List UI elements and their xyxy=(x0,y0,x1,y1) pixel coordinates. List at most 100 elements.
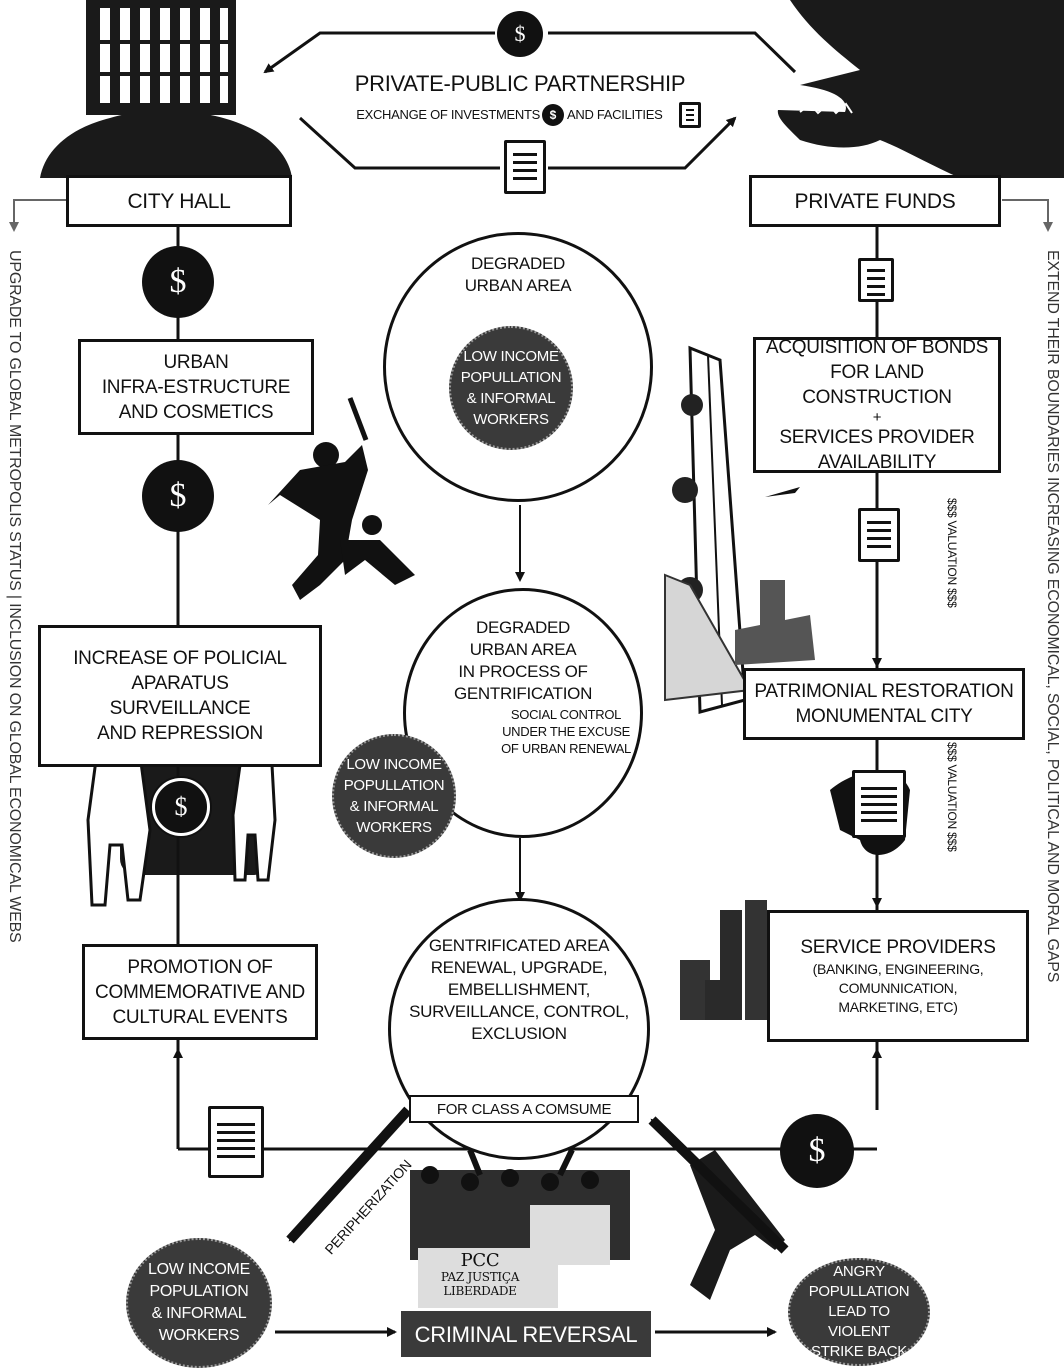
urban-line-2: INFRA-ESTRUCTURE xyxy=(101,376,291,398)
partnership-subtitle-left: EXCHANGE OF INVESTMENTS xyxy=(356,107,540,122)
social-control-line-1: SOCIAL CONTROL xyxy=(510,707,622,722)
criminal-reversal-label: CRIMINAL REVERSAL xyxy=(414,1321,638,1347)
dollar-coin-bottom-right-icon: $ xyxy=(780,1114,854,1188)
criminal-reversal-box: CRIMINAL REVERSAL xyxy=(401,1311,651,1357)
dollar-coin-left-1-icon: $ xyxy=(142,246,214,318)
policial-line-4: AND REPRESSION xyxy=(97,723,263,744)
for-class-label: FOR CLASS A COMSUME xyxy=(436,1100,612,1118)
low-income-mid-line-1: LOW INCOME xyxy=(346,756,442,773)
gentrificated-line-3: EMBELLISHMENT, xyxy=(447,980,591,999)
gentrificated-line-5: EXCLUSION xyxy=(471,1024,567,1043)
angry-line-1: ANGRY xyxy=(833,1263,885,1280)
crowd-protest-illustration xyxy=(410,1148,630,1308)
document-right-3-icon xyxy=(852,770,906,838)
service-sub-1: (BANKING, ENGINEERING, xyxy=(812,961,984,977)
police-repression-illustration xyxy=(268,397,415,600)
policial-line-3: SURVEILLANCE xyxy=(109,698,251,719)
angry-line-4: VIOLENT xyxy=(827,1323,891,1340)
service-sub-2: COMUNNICATION, xyxy=(838,980,958,996)
dollar-coin-left-3-icon: $ xyxy=(152,778,210,836)
low-income-top-line-3: & INFORMAL xyxy=(466,390,556,407)
low-income-bottom-line-2: POPULATION xyxy=(149,1283,249,1300)
document-bottom-left-icon xyxy=(208,1106,264,1178)
gentrification-line-3: IN PROCESS OF xyxy=(458,662,588,681)
protest-banner: PCC PAZ JUSTIÇA LIBERDADE xyxy=(420,1250,540,1299)
patrimonial-line-1: PATRIMONIAL RESTORATION xyxy=(754,681,1014,702)
strike-back-arrow xyxy=(648,1116,789,1254)
partnership-arrow-to-private xyxy=(548,116,737,170)
dollar-coin-icon: $ xyxy=(542,104,564,126)
partnership-subtitle-right: AND FACILITIES xyxy=(567,107,663,122)
banner-line-2: PAZ JUSTIÇA xyxy=(440,1270,520,1284)
document-right-1-icon xyxy=(858,258,894,302)
partnership-title: PRIVATE-PUBLIC PARTNERSHIP xyxy=(354,71,686,96)
acquisition-line-4: SERVICES PROVIDER xyxy=(779,427,975,448)
angry-line-5: STRIKE BACK xyxy=(811,1343,907,1360)
gentrification-line-4: GENTRIFICATION xyxy=(453,684,593,703)
private-funds-box: PRIVATE FUNDS xyxy=(749,175,1001,227)
service-sub-3: MARKETING, ETC) xyxy=(838,999,958,1015)
partnership-arrow-from-city-hall xyxy=(548,31,797,74)
promotion-line-3: CULTURAL EVENTS xyxy=(112,1006,288,1028)
low-income-top-line-1: LOW INCOME xyxy=(463,348,559,365)
urban-line-1: URBAN xyxy=(163,351,229,373)
low-income-bottom-line-3: & INFORMAL xyxy=(151,1305,247,1322)
dollar-coin-top-icon: $ xyxy=(497,11,543,57)
left-side-caption: UPGRADE TO GLOBAL METROPOLIS STATUS | IN… xyxy=(6,250,23,943)
promotion-events-box: PROMOTION OF COMMEMORATIVE AND CULTURAL … xyxy=(82,944,318,1040)
angry-line-3: LEAD TO xyxy=(828,1303,890,1320)
low-income-circle-bottom: LOW INCOME POPULATION & INFORMAL WORKERS xyxy=(126,1238,272,1368)
low-income-mid-line-4: WORKERS xyxy=(356,819,432,836)
angry-population-circle: ANGRY POPULLATION LEAD TO VIOLENT STRIKE… xyxy=(788,1258,930,1366)
city-hall-box: CITY HALL xyxy=(66,175,292,227)
document-top-icon xyxy=(504,140,546,194)
right-outer-arrow xyxy=(1002,199,1053,232)
gentrificated-line-1: GENTRIFICATED AREA xyxy=(428,936,610,955)
low-income-mid-line-2: POPULLATION xyxy=(343,777,445,794)
handgun-illustration xyxy=(690,1150,785,1300)
promotion-line-1: PROMOTION OF xyxy=(127,956,273,978)
urban-line-3: AND COSMETICS xyxy=(118,401,274,423)
dollar-coin-left-2-icon: $ xyxy=(142,460,214,532)
low-income-bottom-line-4: WORKERS xyxy=(158,1327,240,1344)
gentrification-line-1: DEGRADED xyxy=(476,618,570,637)
acquisition-line-5: AVAILABILITY xyxy=(817,452,937,473)
service-providers-box: SERVICE PROVIDERS (BANKING, ENGINEERING,… xyxy=(767,910,1029,1042)
acquisition-plus: + xyxy=(872,409,882,426)
low-income-top-line-2: POPULLATION xyxy=(460,369,562,386)
low-income-bottom-line-1: LOW INCOME xyxy=(148,1261,250,1278)
partnership-arrow-to-city-hall xyxy=(263,31,495,74)
social-control-line-2: UNDER THE EXCUSE xyxy=(502,724,630,739)
social-control-line-3: OF URBAN RENEWAL xyxy=(501,741,631,756)
policial-apparatus-box: INCREASE OF POLICIAL APARATUS SURVEILLAN… xyxy=(38,625,322,767)
for-class-label-box: FOR CLASS A COMSUME xyxy=(409,1095,639,1123)
policial-line-1: INCREASE OF POLICIAL xyxy=(73,648,287,669)
city-hall-tower-illustration xyxy=(40,0,292,178)
city-hall-label: CITY HALL xyxy=(127,189,231,213)
banner-line-3: LIBERDADE xyxy=(443,1284,517,1298)
policial-line-2: APARATUS xyxy=(131,673,229,694)
document-right-2-icon xyxy=(858,508,900,562)
low-income-mid-line-3: & INFORMAL xyxy=(349,798,439,815)
acquisition-line-2: FOR LAND CONSTRUCTION xyxy=(802,362,952,408)
private-funds-label: PRIVATE FUNDS xyxy=(794,189,956,213)
promotion-line-2: COMMEMORATIVE AND xyxy=(95,981,305,1003)
low-income-top-line-4: WORKERS xyxy=(473,411,549,428)
partnership-arrow-lower-left xyxy=(298,116,500,170)
low-income-circle-middle: LOW INCOME POPULLATION & INFORMAL WORKER… xyxy=(332,734,456,858)
degraded-line-2: URBAN AREA xyxy=(464,276,572,295)
gentrificated-line-4: SURVEILLANCE, CONTROL, xyxy=(409,1002,629,1021)
peripherization-arrow xyxy=(286,1106,412,1244)
alligator-illustration xyxy=(777,0,1064,178)
low-income-circle-top: LOW INCOME POPULLATION & INFORMAL WORKER… xyxy=(449,326,573,450)
document-icon xyxy=(679,102,701,128)
left-outer-arrow xyxy=(9,199,66,232)
gentrificated-line-2: RENEWAL, UPGRADE, xyxy=(430,958,608,977)
social-control-note: SOCIAL CONTROL UNDER THE EXCUSE OF URBAN… xyxy=(492,706,640,757)
angry-line-2: POPULLATION xyxy=(808,1283,910,1300)
acquisition-bonds-box: ACQUISITION OF BONDS FOR LAND CONSTRUCTI… xyxy=(753,337,1001,473)
patrimonial-line-2: MONUMENTAL CITY xyxy=(795,706,973,727)
banner-line-1: PCC xyxy=(460,1250,500,1271)
degraded-line-1: DEGRADED xyxy=(471,254,565,273)
